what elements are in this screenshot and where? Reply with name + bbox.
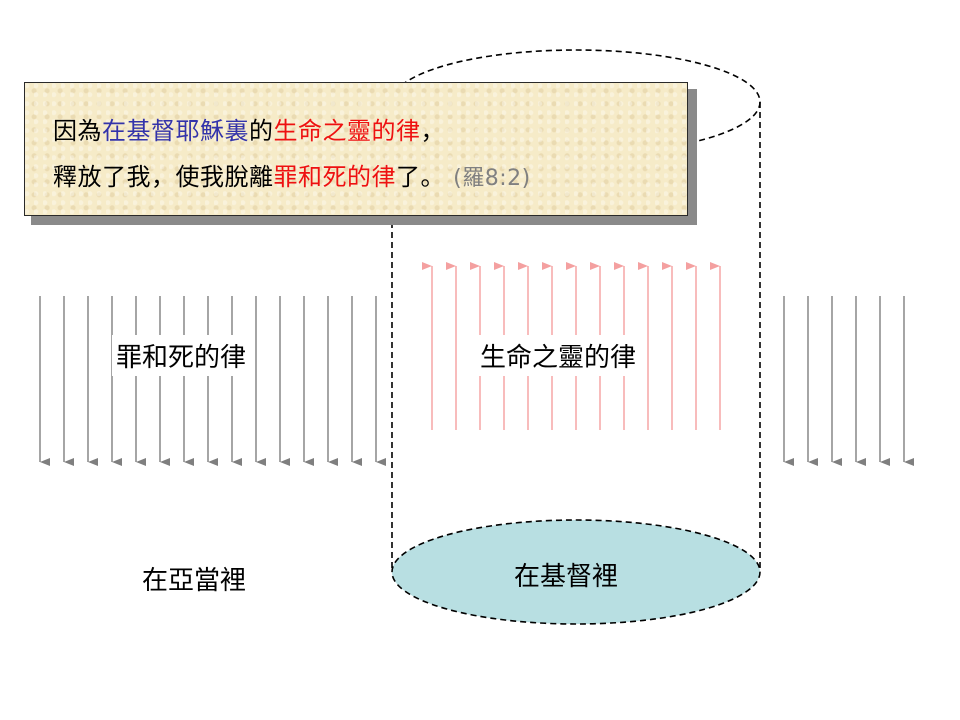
- in-adam-label: 在亞當裡: [142, 566, 247, 596]
- verse-segment: ，: [420, 117, 445, 145]
- in-christ-label: 在基督裡: [514, 562, 619, 592]
- verse-line-1: 因為在基督耶穌裏的生命之靈的律，: [53, 111, 445, 146]
- sin-death-arrows-right: [783, 296, 914, 466]
- in-christ-ellipse: [391, 519, 761, 625]
- verse-segment: 因為: [53, 117, 102, 145]
- verse-reference: (羅8:2): [453, 166, 531, 191]
- verse-box: 因為在基督耶穌裏的生命之靈的律， 釋放了我，使我脫離罪和死的律了。 (羅8:2): [24, 82, 688, 216]
- verse-segment: 的: [249, 117, 274, 145]
- verse-segment: 了。: [396, 163, 445, 191]
- verse-segment-in-christ: 在基督耶穌裏: [102, 117, 249, 145]
- verse-segment-spirit-life: 生命之靈的律: [273, 117, 421, 145]
- verse-line-2: 釋放了我，使我脫離罪和死的律了。 (羅8:2): [53, 157, 531, 192]
- verse-segment-sin-death: 罪和死的律: [273, 163, 396, 191]
- sin-death-law-label: 罪和死的律: [112, 335, 251, 376]
- spirit-life-law-label: 生命之靈的律: [476, 335, 641, 376]
- verse-segment: 釋放了我，使我脫離: [53, 163, 274, 191]
- sin-death-arrows-left: [39, 296, 386, 466]
